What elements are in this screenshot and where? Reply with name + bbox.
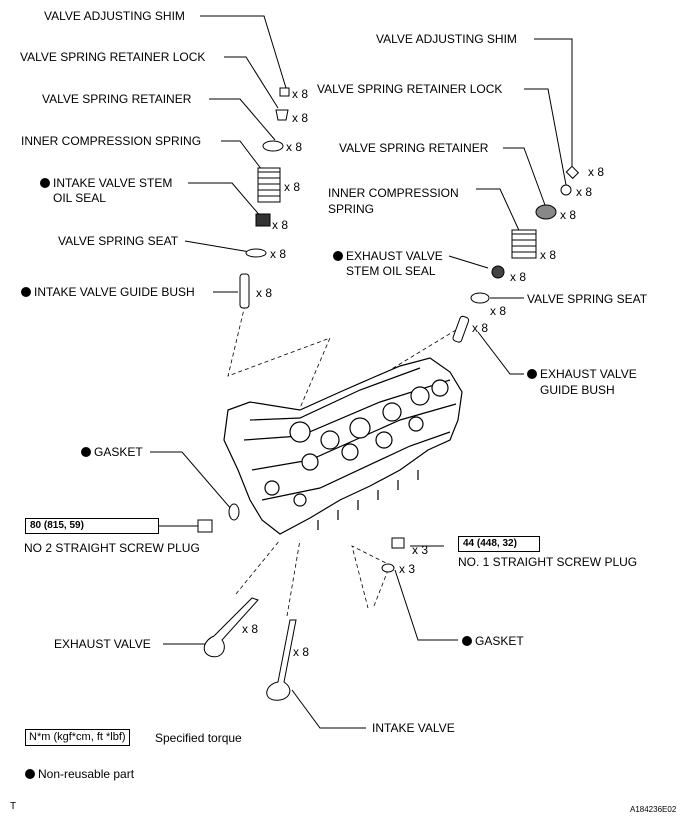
nonreusable-dot <box>40 178 50 188</box>
label-exhaust-guide-bush-2: GUIDE BUSH <box>540 383 615 397</box>
qty-exh-seal: x 8 <box>510 270 527 284</box>
label-inner-spring-left: INNER COMPRESSION SPRING <box>21 134 202 148</box>
leader-retainer-l <box>209 98 276 141</box>
label-intake-stem-seal: INTAKE VALVE STEM <box>40 176 172 190</box>
lock-l <box>275 109 289 121</box>
leader-gasket-l <box>150 451 233 511</box>
qty-seat-left: x 8 <box>270 247 287 261</box>
shim-l <box>279 87 290 97</box>
exh-seal <box>491 265 505 279</box>
dash-intake-valve <box>286 539 301 617</box>
leader-spring-r <box>476 188 523 238</box>
intake-guide-bush <box>239 273 250 309</box>
label-valve-adjusting-shim-left: VALVE ADJUSTING SHIM <box>44 9 185 23</box>
leader-exh-seal <box>448 255 489 269</box>
label-exhaust-stem-seal-2: STEM OIL SEAL <box>346 264 436 278</box>
legend-torque-text: Specified torque <box>155 731 242 745</box>
exhaust-valve-part <box>203 597 259 658</box>
gasket-l-part <box>228 503 240 521</box>
nonreusable-dot <box>81 447 91 457</box>
leader-intake-valve <box>291 689 366 729</box>
torque-plug1: 44 (448, 32) <box>458 536 540 552</box>
nonreusable-dot <box>21 287 31 297</box>
label-gasket-left: GASKET <box>81 445 143 459</box>
label-no1-plug: NO. 1 STRAIGHT SCREW PLUG <box>458 555 638 569</box>
lock-r <box>560 184 572 196</box>
shim-r <box>565 165 580 180</box>
dash-exhaust-valve <box>235 539 281 595</box>
qty-shim-left: x 8 <box>292 87 309 101</box>
intake-seal <box>255 213 271 227</box>
qty-plug1: x 3 <box>412 543 429 557</box>
qty-exhaust-valve: x 8 <box>242 622 259 636</box>
leader-gasket-r <box>394 569 458 641</box>
qty-shim-right: x 8 <box>588 165 605 179</box>
label-spring-retainer-right: VALVE SPRING RETAINER <box>339 141 489 155</box>
label-spring-retainer-left: VALVE SPRING RETAINER <box>42 92 192 106</box>
cylinder-head <box>223 357 463 535</box>
qty-retainer-left: x 8 <box>286 140 303 154</box>
footer-left: T <box>10 801 17 812</box>
leader-exh-bush <box>477 331 524 375</box>
label-valve-adjusting-shim-right: VALVE ADJUSTING SHIM <box>376 32 517 46</box>
torque-plug2: 80 (815, 59) <box>25 518 159 534</box>
qty-retainer-right: x 8 <box>560 208 577 222</box>
footer-code: A184236E02 <box>630 805 677 814</box>
leader-retainer-r <box>503 147 546 206</box>
label-intake-guide-bush: INTAKE VALVE GUIDE BUSH <box>21 285 195 299</box>
legend-nonreusable: Non-reusable part <box>25 767 134 781</box>
qty-lock-right: x 8 <box>576 185 593 199</box>
label-inner-spring-right-2: SPRING <box>328 202 375 216</box>
label-inner-spring-right: INNER COMPRESSION <box>328 186 459 200</box>
plug2-part <box>197 519 213 533</box>
qty-spring-left: x 8 <box>284 180 301 194</box>
dash-plug1 <box>351 545 391 609</box>
nonreusable-dot <box>527 369 537 379</box>
label-gasket-right: GASKET <box>462 634 524 648</box>
label-no2-plug: NO 2 STRAIGHT SCREW PLUG <box>24 541 200 555</box>
seat-l <box>245 248 267 258</box>
retainer-l <box>262 140 284 152</box>
leader-shim-l <box>200 15 287 89</box>
retainer-r <box>535 204 557 220</box>
dash-intake-bush <box>227 304 331 409</box>
qty-intake-seal: x 8 <box>272 218 289 232</box>
spring-l <box>257 167 281 203</box>
gasket-r-part <box>381 563 395 573</box>
label-intake-stem-seal-2: OIL SEAL <box>53 191 106 205</box>
qty-seat-right: x 8 <box>490 304 507 318</box>
qty-intake-bush: x 8 <box>256 286 273 300</box>
label-intake-valve: INTAKE VALVE <box>372 721 455 735</box>
exh-guide-bush <box>452 315 470 343</box>
leader-lock-l <box>224 56 279 109</box>
plug1-part <box>391 537 405 549</box>
seat-r <box>470 292 490 304</box>
qty-gasket-right: x 3 <box>399 562 416 576</box>
label-spring-seat-left: VALVE SPRING SEAT <box>58 234 179 248</box>
legend-torque-unit: N*m (kgf*cm, ft *lbf) <box>25 729 130 746</box>
qty-intake-valve: x 8 <box>293 645 310 659</box>
label-retainer-lock-right: VALVE SPRING RETAINER LOCK <box>317 82 503 96</box>
qty-exh-bush: x 8 <box>472 321 489 335</box>
spring-r <box>511 229 537 259</box>
leader-shim-r <box>534 38 573 170</box>
label-spring-seat-right: VALVE SPRING SEAT <box>527 292 648 306</box>
label-exhaust-stem-seal: EXHAUST VALVE <box>333 249 443 263</box>
leader-lock-r <box>524 88 567 186</box>
nonreusable-dot <box>25 769 35 779</box>
dash-exh-bush <box>389 329 457 371</box>
label-retainer-lock-left: VALVE SPRING RETAINER LOCK <box>20 50 206 64</box>
qty-lock-left: x 8 <box>292 111 309 125</box>
nonreusable-dot <box>462 636 472 646</box>
intake-valve-part <box>266 619 297 701</box>
nonreusable-dot <box>333 251 343 261</box>
leader-spring-l <box>221 140 263 171</box>
label-exhaust-guide-bush: EXHAUST VALVE <box>527 367 637 381</box>
qty-spring-right: x 8 <box>540 248 557 262</box>
label-exhaust-valve: EXHAUST VALVE <box>54 637 151 651</box>
leader-intake-seal <box>188 182 263 219</box>
leader-seat-l <box>184 240 251 253</box>
